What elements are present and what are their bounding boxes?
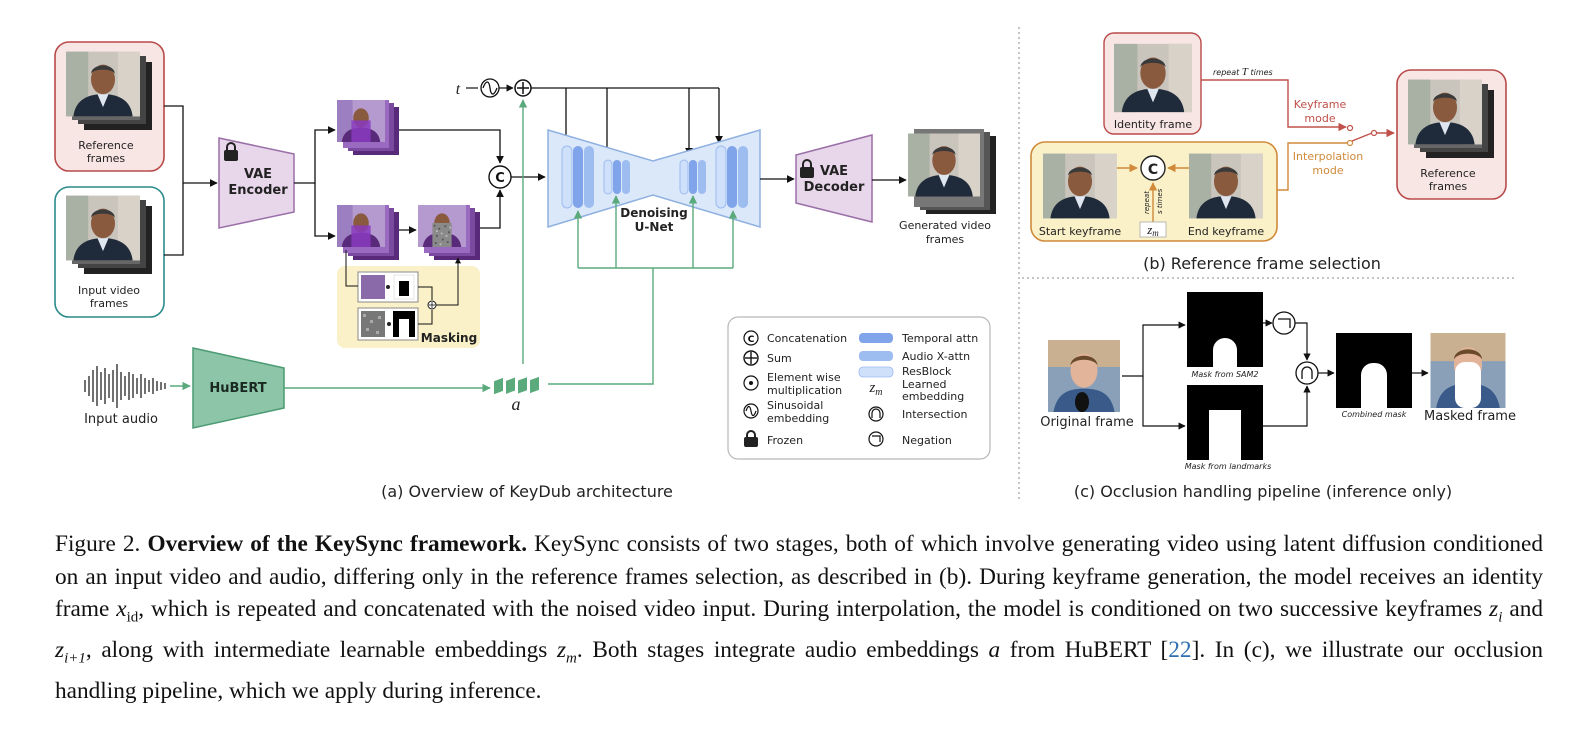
generated-video-frames: Generated video frames: [899, 129, 996, 246]
denoising-unet: Denoising U-Net: [547, 128, 761, 234]
svg-text:Mask from landmarks: Mask from landmarks: [1185, 462, 1272, 471]
svg-text:Interpolation: Interpolation: [1293, 150, 1363, 163]
svg-text:mode: mode: [1304, 112, 1335, 125]
svg-text:repeat T times: repeat T times: [1213, 66, 1273, 78]
svg-text:Combined mask: Combined mask: [1342, 410, 1407, 419]
svg-text:VAE: VAE: [244, 167, 272, 182]
vae-decoder: VAE Decoder: [795, 134, 873, 223]
concat-node: C: [488, 165, 512, 189]
svg-text:Denoising: Denoising: [620, 206, 687, 220]
noised-latents: [418, 205, 480, 260]
svg-text:t: t: [456, 81, 461, 98]
caption-title: Overview of the KeySync framework.: [147, 531, 528, 557]
legend-frozen: Frozen: [767, 434, 803, 447]
svg-text:Learned: Learned: [902, 378, 947, 391]
svg-text:Negation: Negation: [902, 434, 952, 447]
svg-text:frames: frames: [1429, 180, 1468, 193]
original-frame-label: Original frame: [1040, 415, 1134, 430]
svg-text:embedding: embedding: [767, 412, 829, 425]
svg-text:Audio X-attn: Audio X-attn: [902, 350, 970, 363]
hubert-label: HuBERT: [209, 381, 266, 396]
svg-text:Mask from SAM2: Mask from SAM2: [1191, 370, 1258, 379]
reference-frames-output: Reference frames: [1396, 69, 1507, 200]
svg-text:s times: s times: [1156, 188, 1164, 214]
legend: C Concatenation Sum Element wise multipl…: [727, 316, 991, 460]
legend-concatenation: Concatenation: [767, 332, 847, 345]
svg-text:Start keyframe: Start keyframe: [1039, 225, 1121, 238]
reference-frames-label: Reference: [78, 139, 134, 152]
svg-text:Temporal attn: Temporal attn: [901, 332, 978, 345]
sam2-mask: Mask from SAM2: [1187, 292, 1263, 379]
svg-text:U-Net: U-Net: [635, 220, 674, 234]
input-audio-label: Input audio: [84, 412, 158, 427]
svg-text:C: C: [748, 335, 755, 345]
svg-text:frames: frames: [87, 152, 126, 165]
svg-text:Generated video: Generated video: [899, 219, 991, 232]
svg-text:End keyframe: End keyframe: [1188, 225, 1265, 238]
input-video-frames-block: Input video frames: [54, 186, 165, 318]
keyframe-block: Start keyframe End keyframe C repeat s t…: [1030, 141, 1278, 242]
svg-text:Sinusoidal: Sinusoidal: [767, 399, 823, 412]
svg-text:Reference: Reference: [1420, 167, 1476, 180]
lock-icon: [224, 142, 238, 161]
vae-encoder: VAE Encoder: [218, 137, 295, 229]
svg-text:repeat: repeat: [1143, 191, 1151, 214]
masked-frame: Masked frame: [1424, 333, 1516, 424]
svg-text:frames: frames: [90, 297, 129, 310]
legend-sum: Sum: [767, 352, 792, 365]
hubert-encoder: HuBERT: [192, 347, 285, 429]
svg-text:mode: mode: [1312, 164, 1343, 177]
combined-mask: Combined mask: [1336, 333, 1412, 419]
masking-label: Masking: [421, 331, 477, 345]
negation-icon: [1272, 311, 1296, 335]
figure-caption: Figure 2. Overview of the KeySync framew…: [55, 531, 1544, 705]
citation-link[interactable]: 22: [1168, 637, 1192, 664]
svg-text:Element wise: Element wise: [767, 371, 841, 384]
svg-text:VAE: VAE: [820, 164, 848, 179]
original-frame: Original frame: [1040, 340, 1134, 430]
audio-waveform: [84, 364, 166, 408]
figure-diagram: Reference frames Input video frames VAE …: [54, 27, 1516, 501]
sum-icon: [514, 79, 532, 97]
identity-frame-block: Identity frame: [1103, 32, 1202, 135]
panel-a-caption: (a) Overview of KeyDub architecture: [381, 482, 673, 501]
svg-text:Decoder: Decoder: [804, 180, 865, 195]
a-label: a: [512, 394, 521, 414]
audio-embedding-tokens: [494, 376, 539, 395]
masked-frame-label: Masked frame: [1424, 409, 1516, 424]
reference-frames-block: Reference frames: [54, 41, 165, 172]
svg-text:Encoder: Encoder: [228, 183, 288, 198]
lock-icon: [800, 159, 814, 178]
panel-c-caption: (c) Occlusion handling pipeline (inferen…: [1074, 482, 1452, 501]
svg-text:C: C: [495, 171, 505, 186]
video-latents: [337, 205, 399, 260]
svg-text:multiplication: multiplication: [767, 384, 842, 397]
svg-text:Keyframe: Keyframe: [1294, 98, 1347, 111]
svg-text:ResBlock: ResBlock: [902, 365, 952, 378]
reference-latents: [337, 100, 399, 155]
sinusoidal-icon: [480, 78, 500, 98]
caption-label: Figure 2.: [55, 531, 141, 557]
masking-block: Masking: [337, 250, 480, 348]
svg-text:frames: frames: [926, 233, 965, 246]
svg-text:Intersection: Intersection: [902, 408, 967, 421]
svg-text:Input video: Input video: [78, 284, 140, 297]
identity-frame-label: Identity frame: [1114, 118, 1193, 131]
intersection-icon: [1295, 361, 1319, 385]
landmarks-mask: Mask from landmarks: [1185, 385, 1272, 471]
svg-text:embedding: embedding: [902, 390, 964, 403]
svg-text:C: C: [1148, 162, 1158, 178]
panel-b-caption: (b) Reference frame selection: [1143, 254, 1381, 273]
